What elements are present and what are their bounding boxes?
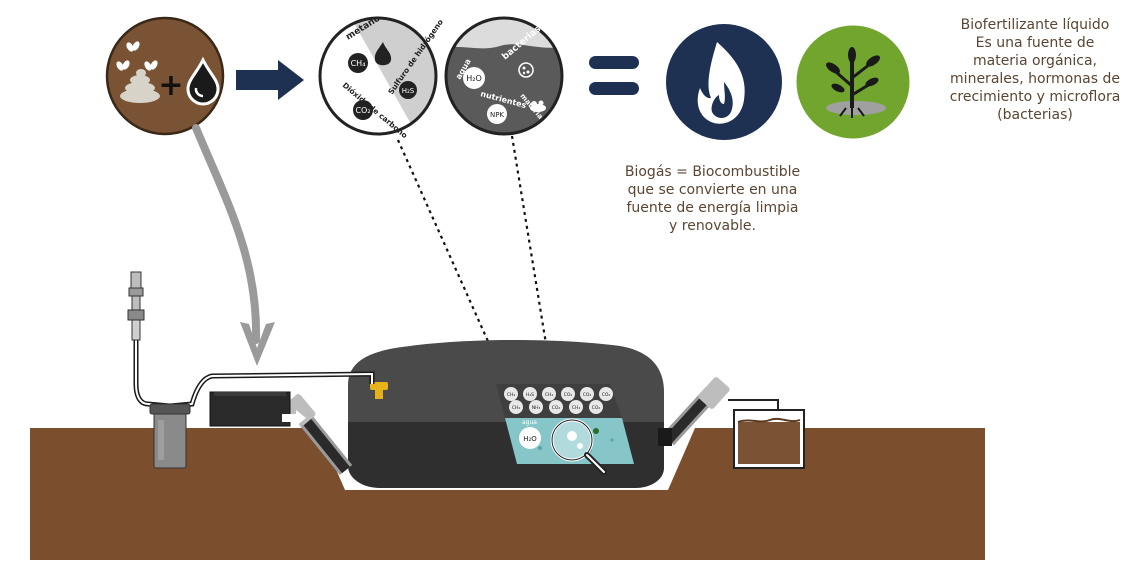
slurry-water-label: agua: [522, 419, 537, 426]
gas-bubble: [599, 387, 613, 401]
npk-formula: NPK: [490, 111, 504, 119]
gas-bubble: [580, 387, 594, 401]
gas-outlet-valve-icon: [127, 271, 145, 341]
slurry-water-formula: H₂O: [523, 435, 537, 443]
gas-bubble-label: CO₂: [583, 392, 592, 398]
flame-icon: [697, 42, 745, 124]
biofertilizer-caption-line: Biofertilizante líquido: [960, 17, 1110, 33]
methane-formula: CH₄: [351, 59, 366, 68]
methane-bubble: [348, 53, 368, 73]
gas-bubble-label: CH₄: [512, 405, 521, 411]
water-formula: H₂O: [466, 74, 482, 83]
gas-bubble-label: CO₂: [552, 405, 561, 411]
input-circle: +: [105, 16, 225, 136]
biofertilizer-caption-line: crecimiento y microflora: [949, 89, 1121, 105]
magnifier-icon: [550, 418, 607, 475]
biofertilizer-caption-line: (bacterias): [997, 107, 1073, 123]
water-bubble: [463, 67, 485, 89]
npk-bubble: [487, 104, 507, 124]
biogas-flame-circle: [666, 24, 782, 140]
slurry-water-bubble: [519, 427, 541, 449]
biofertilizer-caption-line: minerales, hormonas de: [950, 71, 1120, 87]
biogas-caption-line: que se convierte en una: [627, 182, 798, 198]
gas-bubble: [529, 400, 543, 414]
gas-bubble-label: CO₂: [564, 392, 573, 398]
gas-bubble-label: CH₄: [507, 392, 516, 398]
gas-composition-circle: metano CH₄ Dióxido de carbono CO₂ Sulfur…: [318, 14, 445, 140]
gas-bubble: [504, 387, 518, 401]
gas-bubble-label: NH₃: [532, 405, 541, 411]
gas-bubble: [561, 387, 575, 401]
equals-icon: [589, 56, 639, 95]
bacteria-icon: [518, 62, 534, 78]
inlet-arrow-icon: [282, 410, 306, 426]
manure-icon: [120, 69, 160, 103]
biogas-caption-line: Biogás = Biocombustible: [624, 164, 801, 180]
plant-icon: [826, 47, 886, 118]
biofertilizer-caption-line: Es una fuente de: [975, 35, 1095, 51]
fly-icon: [116, 41, 158, 71]
gas-stove-icon: [149, 403, 191, 469]
organic-matter-icon: [530, 100, 546, 112]
biofertilizer-caption-line: materia orgánica,: [972, 53, 1098, 69]
outlet-fertilizer-tank: [728, 399, 805, 469]
cutaway-slurry-layer: [505, 418, 634, 464]
biogas-caption: Biogás = Biocombustible que se convierte…: [600, 163, 825, 235]
gas-bubble: [569, 400, 583, 414]
water-drop-icon: [186, 56, 220, 106]
biofertilizer-caption: Biofertilizante líquido Es una fuente de…: [930, 16, 1140, 124]
co2-formula: CO₂: [355, 106, 370, 115]
gas-bubble: [542, 387, 556, 401]
gas-bubble: [589, 400, 603, 414]
biogas-caption-line: fuente de energía limpia: [626, 200, 799, 216]
feed-arrow-head: [240, 322, 275, 366]
h2s-bubble: [399, 81, 417, 99]
biofertilizer-plant-circle: [793, 22, 913, 142]
gas-bubble: [523, 387, 537, 401]
co2-bubble: [353, 100, 373, 120]
gas-bubble-label: CH₄: [545, 392, 554, 398]
digester-gas-bubbles: CH₄ H₂S CH₄ CO₂ CO₂ CH₄ NH₃ CO₂ CH₄ CO₂ CO₂: [504, 387, 613, 414]
h2s-formula: H₂S: [402, 87, 415, 95]
gas-bubble: [549, 400, 563, 414]
gas-bubble-label: CO₂: [592, 405, 601, 411]
gas-bubble-label: H₂S: [526, 392, 534, 398]
gas-bubble-label: CH₄: [572, 405, 581, 411]
plus-operator: +: [158, 68, 183, 103]
outlet-pipe: [658, 377, 730, 446]
biogas-caption-line: y renovable.: [669, 218, 756, 234]
liquid-composition-circle: agua H₂O bacterias nutrientes NPK materi…: [444, 16, 564, 136]
arrow-right-icon: [236, 60, 304, 100]
feed-arrow-curve: [192, 124, 261, 344]
gas-bubble: [509, 400, 523, 414]
gas-bubble-label: CO₂: [602, 392, 611, 398]
inlet-mixing-box: [209, 391, 291, 427]
flame-small-icon: [374, 42, 392, 66]
